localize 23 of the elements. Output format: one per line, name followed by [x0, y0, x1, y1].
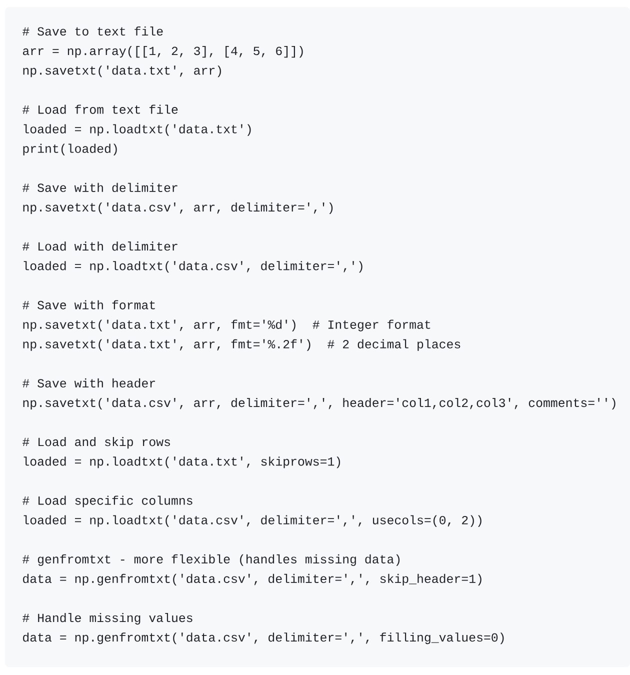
code-line: np.savetxt('data.csv', arr, delimiter=',')	[23, 202, 333, 214]
code-line: # Load and skip rows	[22, 437, 170, 449]
code-line: np.savetxt('data.txt', arr, fmt='%.2f') # 2 decimal places	[23, 339, 460, 351]
code-line: # Save with format	[22, 300, 155, 310]
code-line: loaded = np.loadtxt('data.csv', delimiter=',', usecols=(0, 2))	[24, 515, 482, 527]
code-line: # Load from text file	[22, 104, 178, 114]
code-line: arr = np.array([[1, 2, 3], [4, 5, 6]])	[22, 46, 303, 58]
code-line: np.savetxt('data.csv', arr, delimiter=',', header='col1,col2,col3', comments='')	[23, 398, 616, 410]
code-line: # Handle missing values	[22, 613, 192, 625]
code-line: # Save to text file	[22, 26, 163, 36]
code-line: data = np.genfromtxt('data.csv', delimiter=',', filling_values=0)	[23, 632, 504, 644]
code-line: loaded = np.loadtxt('data.txt')	[24, 124, 251, 136]
code-line: # Save with header	[22, 378, 156, 388]
code-line: loaded = np.loadtxt('data.csv', delimiter=',')	[24, 261, 362, 273]
code-line: # Load specific columns	[22, 496, 192, 508]
code-line: # Save with delimiter	[22, 182, 178, 192]
code-line: # Load with delimiter	[22, 242, 178, 251]
code-line: print(loaded)	[23, 144, 117, 156]
code-line: np.savetxt('data.txt', arr)	[23, 66, 221, 78]
code-line: data = np.genfromtxt('data.csv', delimiter=',', skip_header=1)	[23, 574, 482, 586]
code-line: # genfromtxt - more flexible (handles missing data)	[22, 554, 400, 566]
code-line: np.savetxt('data.txt', arr, fmt='%d') # Integer format	[23, 320, 430, 332]
code-line: loaded = np.loadtxt('data.txt', skiprows=1)	[24, 456, 340, 468]
